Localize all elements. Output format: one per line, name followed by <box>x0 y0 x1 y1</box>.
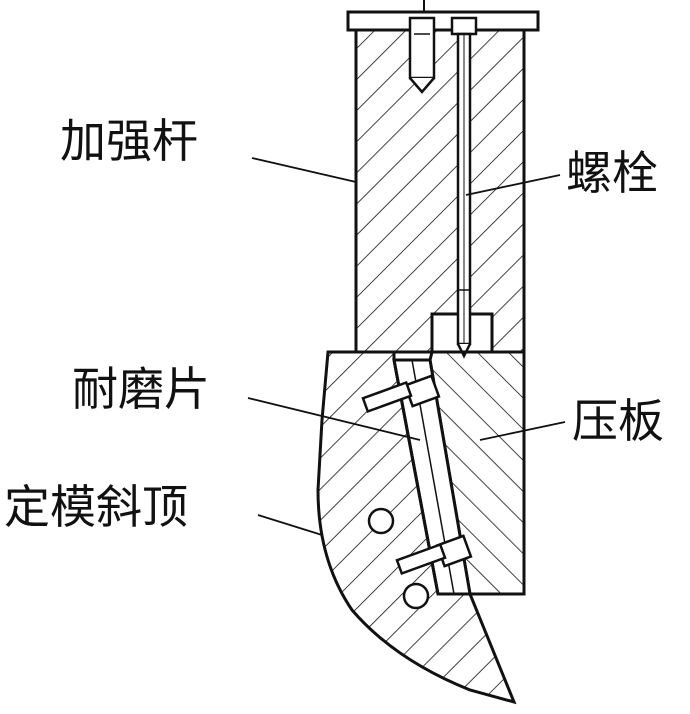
small-screw-lower <box>395 534 473 576</box>
leader-pressure-plate <box>479 421 566 441</box>
bolt-part <box>450 16 478 359</box>
leader-wear-plate <box>247 397 421 441</box>
leader-fixed-mold-lifter <box>257 514 323 536</box>
label-pressure-plate: 压板 <box>572 394 664 448</box>
label-wear-plate: 耐磨片 <box>72 362 210 416</box>
leader-bolt <box>465 174 561 196</box>
label-fixed-mold-lifter: 定模斜顶 <box>4 480 188 534</box>
label-bolt: 螺栓 <box>566 146 658 200</box>
leader-reinforcing-rod <box>251 157 357 183</box>
small-screw-upper <box>361 374 441 414</box>
fixed-mold-lifter-part <box>316 350 517 705</box>
label-reinforcing-rod: 加强杆 <box>60 114 198 168</box>
leader-lines <box>247 157 566 536</box>
reinforcing-rod-part <box>346 0 540 354</box>
